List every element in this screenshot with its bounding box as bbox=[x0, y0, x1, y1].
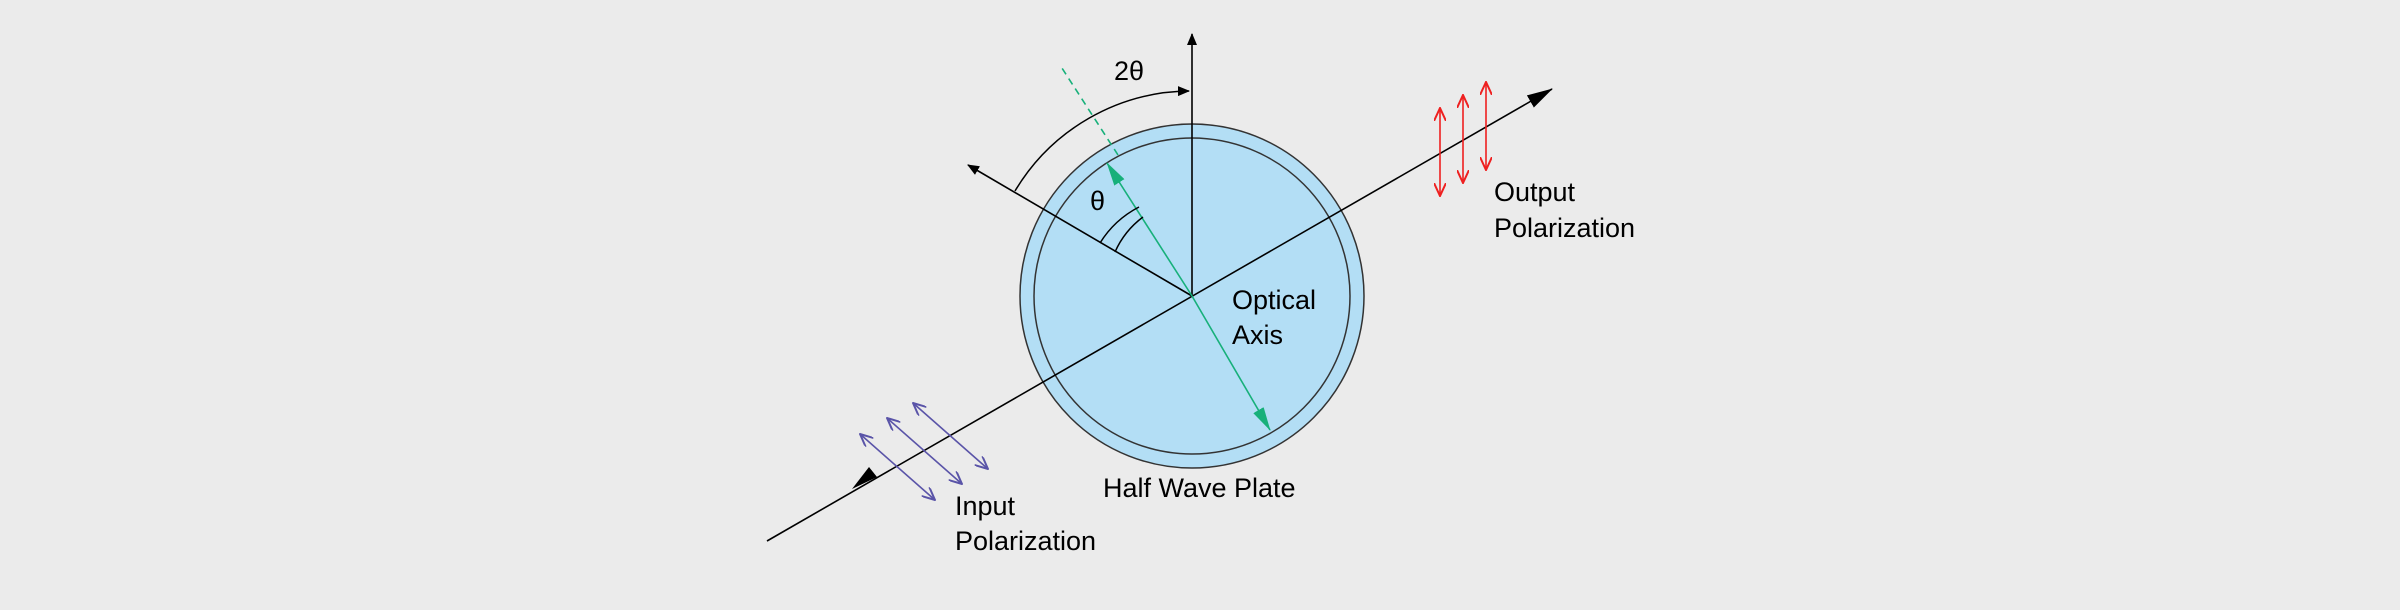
theta-label: θ bbox=[1090, 186, 1105, 216]
input-polarization-arrow-3 bbox=[913, 403, 988, 469]
input-polarization-arrow-2 bbox=[887, 418, 962, 484]
input-polarization-arrow-1 bbox=[860, 434, 935, 500]
optical-axis-lower-arrow bbox=[1191, 295, 1271, 431]
optical-axis-upper-arrow bbox=[1106, 162, 1193, 297]
output-polarization-label-line2: Polarization bbox=[1494, 213, 1635, 243]
two-theta-arc bbox=[1014, 86, 1190, 192]
input-polarization-label-line1: Input bbox=[955, 491, 1016, 521]
optical-axis-dashed-extension bbox=[1059, 64, 1119, 156]
optical-axis-label-line1: Optical bbox=[1232, 285, 1316, 315]
theta-arc-inner bbox=[1114, 216, 1144, 253]
input-polarization-label-line2: Polarization bbox=[955, 526, 1096, 556]
theta-arc-outer bbox=[1099, 206, 1140, 244]
half-wave-plate-label: Half Wave Plate bbox=[1103, 473, 1296, 503]
optical-axis-label-line2: Axis bbox=[1232, 320, 1283, 350]
rotated-polarization-axis bbox=[967, 164, 1193, 297]
two-theta-label: 2θ bbox=[1114, 56, 1144, 86]
output-polarization-label-line1: Output bbox=[1494, 177, 1576, 207]
